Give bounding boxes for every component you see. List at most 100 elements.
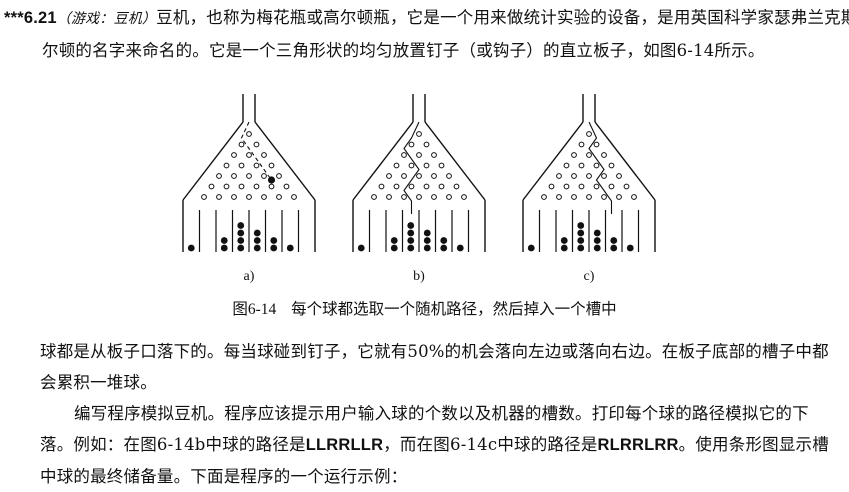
peg [401,194,407,200]
peg [408,162,415,169]
slot-ball [237,229,245,237]
bean-panel-1: a) [182,94,316,284]
peg [231,194,237,200]
slot-ball [577,229,585,237]
peg [238,162,245,169]
peg [201,194,207,200]
body-p3-part1: 编写程序模拟豆机。程序应该提示用户输入球的个数以及机器的槽数。打印每个球的路径模… [40,404,809,454]
peg [601,194,607,200]
slot-ball [407,229,415,237]
peg [261,194,267,200]
peg [586,152,592,158]
body-paragraph-1: 球都是从板子口落下的。每当球碰到钉子，它就有50%的机会落向左边或落向右边。在板… [40,342,829,392]
peg [446,173,452,179]
slot-ball [440,237,448,244]
problem-statement: ***6.21（游戏：豆机）豆机，也称为梅花瓶或高尔顿瓶，它是一个用来做统计实验… [4,2,849,66]
peg [556,173,562,179]
slot-ball [270,244,278,252]
peg [268,162,275,169]
slot-ball [253,244,261,252]
peg [416,173,422,179]
peg [238,183,245,190]
peg [578,162,585,169]
peg [216,173,222,179]
peg [386,194,392,200]
peg [208,183,215,190]
peg [283,183,290,190]
peg [446,194,452,200]
path-b-text: LLRRLLR [305,436,384,454]
slot-ball [560,237,568,244]
peg [401,152,407,158]
slot-ball [440,244,448,252]
peg [461,194,467,200]
peg [571,173,577,179]
slot-ball [253,229,261,237]
peg [261,152,267,158]
board-right-edge [424,121,486,201]
slot-ball [237,222,245,229]
slot-ball [423,244,431,252]
slot-ball [610,237,618,244]
slot-ball [560,244,568,252]
peg [416,152,422,158]
peg [556,194,562,200]
peg [416,131,422,137]
peg [216,194,222,200]
slot-ball [407,222,415,229]
body-paragraph-2: 编写程序模拟豆机。程序应该提示用户输入球的个数以及机器的槽数。打印每个球的路径模… [40,398,840,492]
slot-ball [187,244,195,252]
problem-text: 豆机，也称为梅花瓶或高尔顿瓶，它是一个用来做统计实验的设备，是用英国科学家瑟弗兰… [42,8,849,60]
peg [616,173,622,179]
board-left-edge [522,121,584,201]
board-right-edge [254,121,316,201]
slot-ball [577,222,585,229]
peg [616,194,622,200]
peg [253,141,260,148]
peg [438,162,445,169]
peg [586,131,592,137]
slot-ball [610,244,618,252]
slot-ball [286,244,294,252]
peg [246,131,252,137]
peg [416,194,422,200]
peg [541,194,547,200]
peg [408,183,415,190]
peg [378,183,385,190]
slot-ball [390,237,398,244]
peg [623,183,630,190]
slot-ball [593,229,601,237]
peg [423,183,430,190]
peg [571,152,577,158]
peg [593,162,600,169]
peg [608,183,615,190]
peg [586,194,592,200]
slot-ball [456,244,464,252]
peg [276,173,282,179]
figure-caption-label: 图6-14 [232,301,277,318]
slot-ball [626,244,634,252]
bean-machine-figure: a)b)c) [182,94,656,284]
slot-ball [423,229,431,237]
slot-ball [237,244,245,252]
body-p3-part2: ，而在图6-14c中球的路径是 [383,435,598,454]
slot-ball [390,244,398,252]
peg [253,162,260,169]
peg [593,183,600,190]
peg [231,152,237,158]
peg [393,162,400,169]
peg [371,194,377,200]
peg [608,162,615,169]
peg [431,152,437,158]
slot-ball [220,237,228,244]
peg [431,194,437,200]
figure-caption-text: 每个球都选取一个随机路径，然后掉入一个槽中 [291,300,617,318]
peg [231,173,237,179]
peg [593,141,600,148]
peg [586,173,592,179]
peg [571,194,577,200]
peg [276,194,282,200]
slot-ball [577,244,585,252]
problem-tag: （游戏：豆机） [56,11,157,27]
peg [386,173,392,179]
